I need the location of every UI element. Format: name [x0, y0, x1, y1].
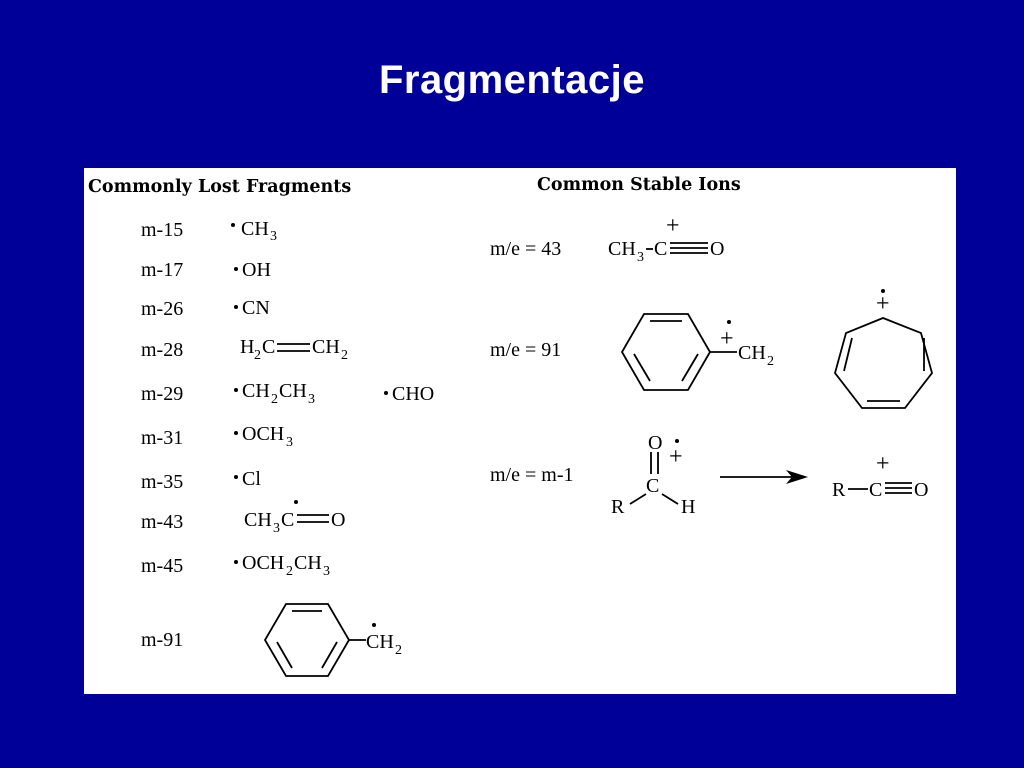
svg-text:C: C	[281, 509, 294, 531]
svg-text:CH: CH	[241, 218, 269, 240]
svg-text:CHO: CHO	[392, 383, 434, 405]
fragment-label-m35: m-35	[141, 471, 183, 493]
stable-ions-header: Common Stable Ions	[537, 175, 741, 195]
svg-text:2: 2	[271, 392, 278, 407]
svg-text:CH: CH	[312, 336, 340, 358]
fragment-label-m45: m-45	[141, 555, 183, 577]
acylium-product-structure: R + C O	[832, 451, 928, 501]
svg-text:CH: CH	[738, 342, 766, 364]
svg-text:OH: OH	[242, 259, 271, 281]
svg-text:3: 3	[308, 392, 315, 407]
svg-text:CH: CH	[242, 380, 270, 402]
svg-text:3: 3	[286, 435, 293, 450]
fragment-label-m91: m-91	[141, 629, 183, 651]
svg-text:3: 3	[637, 250, 644, 265]
tropylium-ion-structure: +	[834, 289, 933, 409]
svg-text:+: +	[876, 451, 890, 477]
svg-text:R: R	[832, 479, 846, 501]
svg-text:O: O	[331, 509, 345, 531]
svg-text:+: +	[720, 326, 734, 352]
fragment-label-m17: m-17	[141, 259, 183, 281]
fragment-label-m31: m-31	[141, 427, 183, 449]
reaction-arrow	[720, 470, 808, 484]
svg-text:3: 3	[270, 229, 277, 244]
svg-text:OCH: OCH	[242, 552, 284, 574]
svg-text:CH: CH	[244, 509, 272, 531]
fragments-table-figure: Commonly Lost Fragments Common Stable Io…	[84, 168, 956, 694]
svg-text:C: C	[262, 336, 275, 358]
svg-text:2: 2	[341, 348, 348, 363]
svg-text:H: H	[240, 336, 254, 358]
svg-text:O: O	[914, 479, 928, 501]
svg-text:+: +	[669, 444, 683, 470]
formula-cyano-radical: CN	[234, 297, 270, 319]
lost-fragments-header: Commonly Lost Fragments	[88, 177, 351, 197]
slide-title: Fragmentacje	[378, 58, 646, 102]
ion-label-91: m/e = 91	[490, 339, 561, 361]
svg-text:3: 3	[273, 521, 280, 536]
formula-hydroxyl-radical: OH	[234, 259, 271, 281]
svg-text:2: 2	[286, 564, 293, 579]
ion-label-43: m/e = 43	[490, 238, 561, 260]
fragment-label-m26: m-26	[141, 298, 183, 320]
svg-text:+: +	[666, 213, 680, 239]
svg-text:CH: CH	[608, 238, 636, 260]
svg-text:O: O	[710, 238, 724, 260]
svg-text:3: 3	[323, 564, 330, 579]
fragment-label-m15: m-15	[141, 219, 183, 241]
fragment-label-m29: m-29	[141, 383, 183, 405]
svg-text:2: 2	[767, 354, 774, 369]
aldehyde-radical-cation-structure: O + C R H	[611, 432, 695, 518]
svg-text:H: H	[681, 496, 695, 518]
fragment-label-m28: m-28	[141, 339, 183, 361]
formula-formyl-radical: CHO	[384, 383, 434, 405]
svg-text:O: O	[648, 432, 662, 454]
svg-text:2: 2	[395, 643, 402, 658]
fragments-diagram: Commonly Lost Fragments Common Stable Io…	[88, 175, 933, 677]
svg-text:CH: CH	[279, 380, 307, 402]
ion-label-m1: m/e = m-1	[490, 464, 574, 486]
svg-text:CH: CH	[294, 552, 322, 574]
fragment-label-m43: m-43	[141, 511, 183, 533]
svg-text:2: 2	[254, 348, 261, 363]
svg-text:CN: CN	[242, 297, 270, 319]
svg-text:C: C	[869, 479, 882, 501]
svg-text:+: +	[876, 291, 890, 317]
svg-text:Cl: Cl	[242, 468, 261, 490]
svg-text:CH: CH	[366, 631, 394, 653]
svg-text:R: R	[611, 496, 625, 518]
formula-chlorine-radical: Cl	[234, 468, 261, 490]
svg-text:C: C	[654, 238, 667, 260]
svg-text:OCH: OCH	[242, 423, 284, 445]
svg-text:C: C	[646, 475, 659, 497]
